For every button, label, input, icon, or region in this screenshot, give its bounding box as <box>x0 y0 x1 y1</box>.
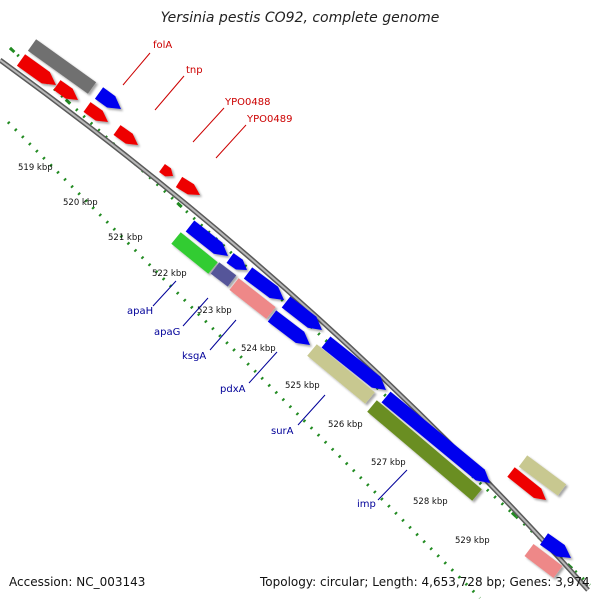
kbp-label: 526 kbp <box>328 420 363 430</box>
feature-blue-1[interactable] <box>94 87 121 109</box>
feature-olive-right[interactable] <box>518 455 567 496</box>
gene-label-pdxA[interactable]: pdxA <box>220 384 246 395</box>
kbp-label: 523 kbp <box>197 306 232 316</box>
kbp-label: 524 kbp <box>241 344 276 354</box>
kbp-label: 529 kbp <box>455 536 490 546</box>
gene-label-folA[interactable]: folA <box>153 40 172 51</box>
feature-red-right[interactable] <box>507 467 546 500</box>
tick-ring-inner <box>6 120 482 600</box>
feature-red-5[interactable] <box>159 164 173 177</box>
kbp-label: 527 kbp <box>371 458 406 468</box>
feature-olive-surA[interactable] <box>307 344 375 404</box>
feature-gray-top[interactable] <box>27 39 97 94</box>
genome-backbone-highlight <box>0 59 589 591</box>
gene-label-ksgA[interactable]: ksgA <box>182 351 206 362</box>
feature-purple-apaG[interactable] <box>210 262 237 287</box>
feature-red-3[interactable] <box>83 102 109 122</box>
feature-pink-ksgA[interactable] <box>229 278 276 319</box>
feature-blue-apaH[interactable] <box>185 220 228 257</box>
feature-blue-right[interactable] <box>540 533 571 558</box>
feature-blue-5[interactable] <box>321 336 386 391</box>
feature-blue-2[interactable] <box>226 253 248 270</box>
gene-label-imp[interactable]: imp <box>357 499 376 510</box>
kbp-labels: 519 kbp 520 kbp 521 kbp 522 kbp 523 kbp … <box>18 163 490 546</box>
feature-blue-pdxA[interactable] <box>267 310 310 345</box>
gene-labels: folA tnp YPO0488 YPO0489 apaH apaG ksgA … <box>127 40 376 510</box>
kbp-label: 521 kbp <box>108 233 143 243</box>
gene-label-YPO0489[interactable]: YPO0489 <box>246 114 292 125</box>
kbp-label: 522 kbp <box>152 269 187 279</box>
feature-blue-4[interactable] <box>281 296 322 331</box>
feature-blue-3[interactable] <box>243 267 284 300</box>
gene-label-YPO0488[interactable]: YPO0488 <box>224 97 270 108</box>
genome-summary-text: Topology: circular; Length: 4,653,728 bp… <box>259 575 590 589</box>
gene-label-tnp[interactable]: tnp <box>186 65 203 76</box>
map-title: Yersinia pestis CO92, complete genome <box>161 10 440 26</box>
gene-features <box>16 39 571 578</box>
feature-green-apaH[interactable] <box>171 232 218 274</box>
kbp-label: 519 kbp <box>18 163 53 173</box>
accession-text: Accession: NC_003143 <box>9 575 145 589</box>
feature-olive-imp[interactable] <box>367 400 482 501</box>
label-leaders <box>122 52 408 501</box>
feature-red-1[interactable] <box>16 54 56 85</box>
feature-pink-right[interactable] <box>524 544 563 578</box>
kbp-label: 525 kbp <box>285 381 320 391</box>
feature-red-6[interactable] <box>175 176 200 195</box>
feature-red-4[interactable] <box>113 125 139 145</box>
gene-label-apaH[interactable]: apaH <box>127 306 153 317</box>
gene-label-apaG[interactable]: apaG <box>154 327 180 338</box>
feature-red-2[interactable] <box>53 80 79 100</box>
kbp-label: 528 kbp <box>413 497 448 507</box>
feature-blue-6[interactable] <box>381 391 491 483</box>
gene-label-surA[interactable]: surA <box>271 426 294 437</box>
kbp-label: 520 kbp <box>63 198 98 208</box>
